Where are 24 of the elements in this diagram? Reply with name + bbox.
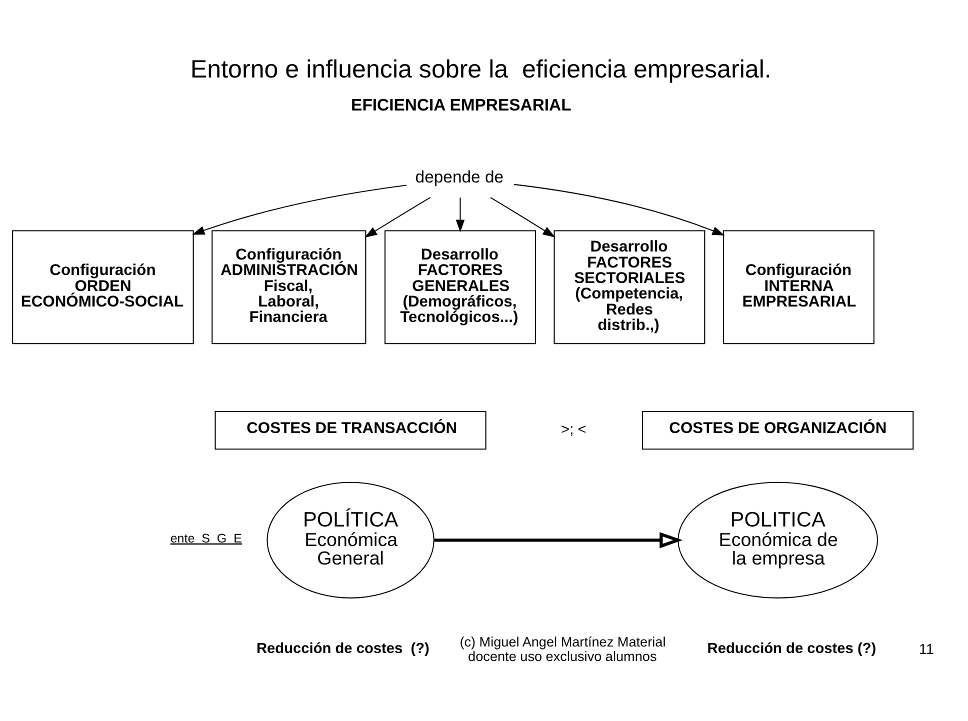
- arrow: [192, 184, 407, 234]
- node-ellipse: POLÍTICA Económica General: [266, 481, 434, 598]
- node-box: Desarrollo FACTORES GENERALES (Demográficos, Tecnológicos...): [384, 230, 536, 344]
- label: Reducción de costes (?): [256, 640, 430, 656]
- node-box: Desarrollo FACTORES SECTORIALES (Competencia, Redes distrib.,): [554, 230, 706, 344]
- arrow: [490, 196, 556, 237]
- label: >; <: [561, 422, 586, 438]
- node-box: COSTES DE ORGANIZACIÓN: [642, 410, 914, 450]
- label: EFICIENCIA EMPRESARIAL: [351, 94, 572, 114]
- label: (c) Miguel Angel Martínez Material docente uso exclusivo alumnos: [460, 634, 666, 664]
- node-box: COSTES DE TRANSACCIÓN: [214, 410, 486, 450]
- node-box: Configuración INTERNA EMPRESARIAL: [722, 230, 874, 344]
- arrow: [434, 532, 683, 548]
- node-box: Configuración ADMINISTRACIÓN Fiscal, Laboral, Financiera: [212, 230, 366, 344]
- node-text: depende de: [415, 167, 504, 186]
- arrow: [514, 183, 725, 235]
- node-ellipse: POLITICA Económica de la empresa: [678, 481, 878, 598]
- arrow: [364, 196, 431, 238]
- label: ente S G E: [170, 530, 242, 545]
- label: Reducción de costes (?): [707, 640, 876, 656]
- diagram-title: Entorno e influencia sobre la eficiencia empresarial.: [190, 54, 772, 83]
- label: 11: [918, 641, 934, 658]
- arrow: [456, 197, 465, 232]
- node-box: Configuración ORDEN ECONÓMICO-SOCIAL: [12, 230, 194, 344]
